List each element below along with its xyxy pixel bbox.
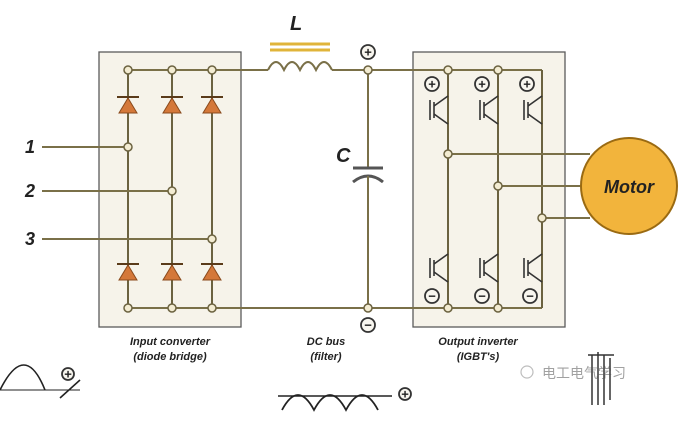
inductor-label: L xyxy=(290,13,302,35)
motor-circle xyxy=(580,137,678,235)
wave-plus-sign-left: + xyxy=(64,367,72,382)
dc-bus-minus-terminal xyxy=(360,317,376,333)
diode-upper-3 xyxy=(201,96,223,114)
node xyxy=(123,142,133,152)
node xyxy=(207,65,217,75)
watermark-text: 电工电气学习 xyxy=(542,366,626,382)
node xyxy=(207,234,217,244)
node xyxy=(363,65,373,75)
sine-wave-left xyxy=(0,364,46,391)
igbt-plus-terminal-3 xyxy=(519,76,535,92)
node xyxy=(167,186,177,196)
igbt-plus-terminal-1 xyxy=(424,76,440,92)
dc-ripple-wave xyxy=(281,394,379,412)
input-converter-subcaption: (diode bridge) xyxy=(133,351,207,363)
igbt-upper-1 xyxy=(429,95,449,125)
node xyxy=(363,303,373,313)
node xyxy=(493,303,503,313)
dc-bus-plus-sign: + xyxy=(364,45,372,60)
igbt-lower-1 xyxy=(429,253,449,283)
capacitor-label: C xyxy=(336,145,351,167)
input-label-2: 2 xyxy=(24,181,35,201)
diode-lower-2 xyxy=(161,263,183,281)
node xyxy=(493,65,503,75)
igbt-lower-3 xyxy=(523,253,543,283)
igbt-plus-sign-2: + xyxy=(478,77,486,92)
dc-bus-caption: DC bus xyxy=(307,336,346,348)
diode-lower-1 xyxy=(117,263,139,281)
diode-lower-3 xyxy=(201,263,223,281)
node xyxy=(443,303,453,313)
node xyxy=(207,303,217,313)
input-converter-caption: Input converter xyxy=(130,336,211,348)
igbt-upper-2 xyxy=(479,95,499,125)
igbt-lower-2 xyxy=(479,253,499,283)
node xyxy=(167,303,177,313)
diode-upper-2 xyxy=(161,96,183,114)
output-inverter-subcaption: (IGBT's) xyxy=(457,351,500,363)
node xyxy=(123,303,133,313)
igbt-plus-sign-1: + xyxy=(428,77,436,92)
igbt-minus-sign-1: − xyxy=(428,289,436,304)
node xyxy=(443,65,453,75)
node xyxy=(167,65,177,75)
igbt-upper-3 xyxy=(523,95,543,125)
node xyxy=(443,149,453,159)
watermark: 电工电气学习 xyxy=(520,365,626,382)
wave-plus-sign-mid: + xyxy=(401,387,409,402)
igbt-minus-terminal-2 xyxy=(474,288,490,304)
dc-bus-minus-sign: − xyxy=(364,318,372,333)
input-label-1: 1 xyxy=(25,137,35,157)
dc-bus-plus-terminal xyxy=(360,44,376,60)
igbt-plus-terminal-2 xyxy=(474,76,490,92)
output-inverter-caption: Output inverter xyxy=(438,336,518,348)
motor-label: Motor xyxy=(604,177,655,197)
wave-plus-terminal-left xyxy=(61,367,75,381)
diode-upper-1 xyxy=(117,96,139,114)
node xyxy=(123,65,133,75)
node xyxy=(493,181,503,191)
wave-plus-terminal-mid xyxy=(398,387,412,401)
igbt-minus-terminal-3 xyxy=(522,288,538,304)
igbt-minus-sign-3: − xyxy=(526,289,534,304)
input-label-3: 3 xyxy=(25,229,35,249)
dc-bus-subcaption: (filter) xyxy=(310,351,342,363)
node xyxy=(537,213,547,223)
pwm-waveform xyxy=(588,352,614,405)
igbt-minus-sign-2: − xyxy=(478,289,486,304)
watermark-icon xyxy=(520,365,534,379)
sine-wave-left-tail xyxy=(59,379,81,399)
inductor-coil xyxy=(267,61,333,73)
igbt-minus-terminal-1 xyxy=(424,288,440,304)
igbt-plus-sign-3: + xyxy=(523,77,531,92)
